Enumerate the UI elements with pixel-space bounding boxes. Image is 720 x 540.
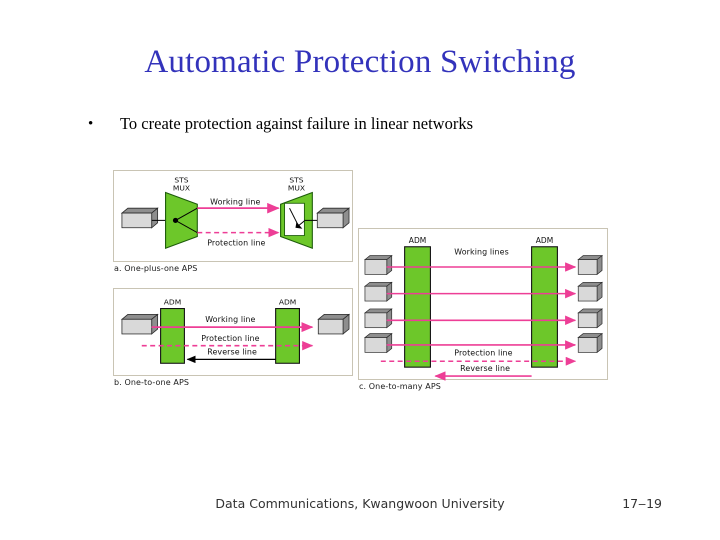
working-lines-label-c: Working lines <box>454 248 509 257</box>
protection-line-label-c: Protection line <box>454 348 512 357</box>
figure-caption-a: a. One-plus-one APS <box>114 264 198 273</box>
figure-caption-c: c. One-to-many APS <box>359 382 441 391</box>
left-terminal-box-b <box>120 313 159 335</box>
figure-a-drawing: STS MUX Working line Protection line STS… <box>120 176 351 250</box>
right-device-label-line1: STS <box>289 176 303 185</box>
reverse-line-label-b: Reverse line <box>207 348 257 357</box>
left-adm-c <box>404 246 431 368</box>
left-sts-mux <box>165 191 198 250</box>
figure-c-drawing: ADM ADM Working lines <box>363 236 604 381</box>
right-terminal-box-b <box>317 313 351 335</box>
left-adm <box>160 308 185 364</box>
working-line-row-4 <box>363 332 604 354</box>
right-device-label-b: ADM <box>279 298 296 307</box>
footer-page-number: 17‒19 <box>622 496 662 511</box>
right-adm <box>275 308 300 364</box>
right-device-label-c: ADM <box>536 236 553 245</box>
right-adm-c <box>531 246 558 368</box>
bullet-item: • To create protection against failure i… <box>88 114 648 134</box>
working-line-row-3 <box>363 308 604 329</box>
working-line-label-b: Working line <box>205 315 255 324</box>
bullet-text: To create protection against failure in … <box>120 114 473 133</box>
left-device-label-line2: MUX <box>173 184 190 193</box>
footer-source: Data Communications, Kwangwoon Universit… <box>215 496 505 511</box>
figure-panel-one-to-many-aps: ADM ADM Working lines <box>358 228 608 381</box>
figure-panel-one-plus-one-aps: STS MUX Working line Protection line STS… <box>113 170 353 262</box>
protection-line-label-a: Protection line <box>207 238 265 247</box>
working-line-label-a: Working line <box>210 197 260 206</box>
left-terminal-box <box>120 207 159 229</box>
left-device-label-c: ADM <box>409 236 426 245</box>
working-line-row-1 <box>363 254 604 276</box>
working-line-row-2 <box>363 281 604 302</box>
bullet-marker: • <box>88 116 94 132</box>
protection-line-label-b: Protection line <box>201 334 259 343</box>
right-device-label-line2: MUX <box>288 184 305 193</box>
right-sts-mux <box>280 191 313 250</box>
left-device-label-line1: STS <box>174 176 188 185</box>
figure-b-drawing: ADM ADM Working line Protection line Rev… <box>120 298 351 364</box>
figure-panel-one-to-one-aps: ADM ADM Working line Protection line Rev… <box>113 288 353 376</box>
left-device-label-b: ADM <box>164 298 181 307</box>
right-terminal-box <box>316 207 351 229</box>
reverse-line-label-c: Reverse line <box>460 364 510 373</box>
page-title: Automatic Protection Switching <box>144 44 576 80</box>
figure-caption-b: b. One-to-one APS <box>114 378 190 387</box>
